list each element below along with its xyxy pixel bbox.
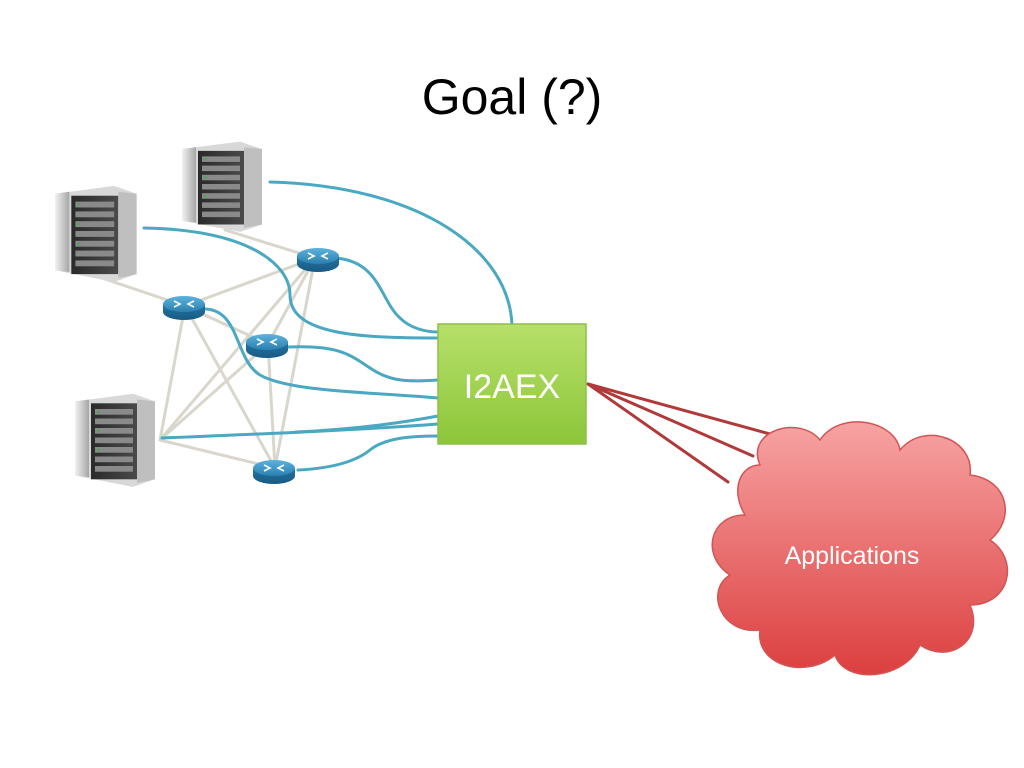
server-rack-icon — [182, 141, 262, 232]
router-icon — [245, 333, 289, 359]
application-links — [586, 382, 794, 484]
i2aex-label: I2AEX — [464, 368, 560, 406]
i2aex-node: I2AEX — [437, 323, 587, 445]
server-rack-icon — [75, 393, 155, 487]
router-icon — [162, 295, 206, 321]
router-icon — [252, 459, 296, 485]
router-icon — [296, 247, 340, 273]
slide-title: Goal (?) — [421, 69, 603, 125]
applications-cloud: Applications — [711, 421, 1009, 676]
applications-label: Applications — [785, 542, 920, 570]
network-links — [142, 180, 514, 472]
server-rack-icon — [55, 185, 137, 282]
